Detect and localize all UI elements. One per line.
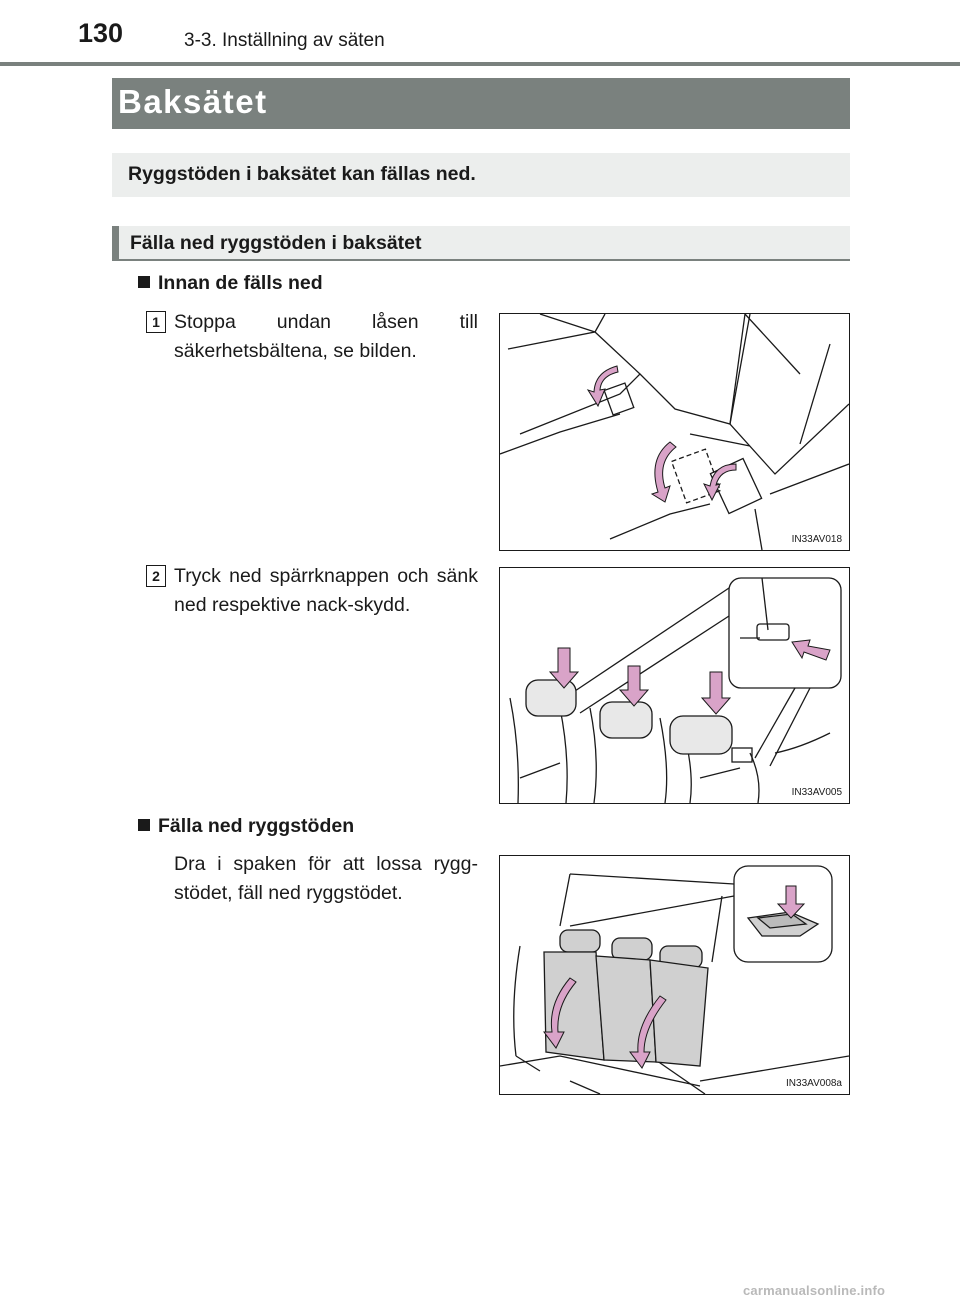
headrest-release-illustration: [509, 577, 842, 803]
intro-text: Ryggstöden i baksätet kan fällas ned.: [128, 163, 476, 185]
chapter-title: 3-3. Inställning av säten: [184, 30, 385, 51]
step-1-text: Stoppa undan låsen till säkerhetsbältena…: [174, 311, 478, 362]
figure-id: IN33AV005: [790, 787, 843, 798]
section-heading-text: Fälla ned ryggstöden i baksätet: [130, 232, 422, 254]
subsection-heading-text: Innan de fälls ned: [158, 272, 323, 294]
section-heading: Fälla ned ryggstöden i baksätet: [112, 226, 850, 261]
figure-seatbelt-buckles: IN33AV018: [499, 313, 850, 551]
step-number-1: 1: [146, 311, 166, 333]
page-number: 130: [78, 18, 124, 48]
section-heading-bar: [112, 226, 119, 259]
step-number-2: 2: [146, 565, 166, 587]
header-rule: [0, 62, 960, 66]
intro-box: Ryggstöden i baksätet kan fällas ned.: [112, 153, 850, 197]
watermark: carmanualsonline.info: [743, 1283, 886, 1298]
figure-fold-seatback: IN33AV008a: [499, 855, 850, 1095]
seatbelt-buckle-illustration: [500, 314, 849, 550]
fold-instruction-text: Dra i spaken för att lossa rygg-stödet, …: [174, 853, 478, 904]
title-bar: Baksätet: [112, 78, 850, 129]
subsection-heading-before: Innan de fälls ned: [138, 272, 323, 295]
seatback-fold-illustration: [500, 865, 849, 1094]
square-bullet-icon: [138, 276, 150, 288]
figure-id: IN33AV008a: [785, 1078, 843, 1089]
figure-id: IN33AV018: [790, 534, 843, 545]
subsection-heading-text: Fälla ned ryggstöden: [158, 815, 355, 837]
step-2-text: Tryck ned spärrknappen och sänk ned resp…: [174, 565, 478, 616]
subsection-heading-fold: Fälla ned ryggstöden: [138, 815, 354, 838]
page-title: Baksätet: [118, 83, 268, 120]
square-bullet-icon: [138, 819, 150, 831]
figure-headrests: IN33AV005: [499, 567, 850, 804]
